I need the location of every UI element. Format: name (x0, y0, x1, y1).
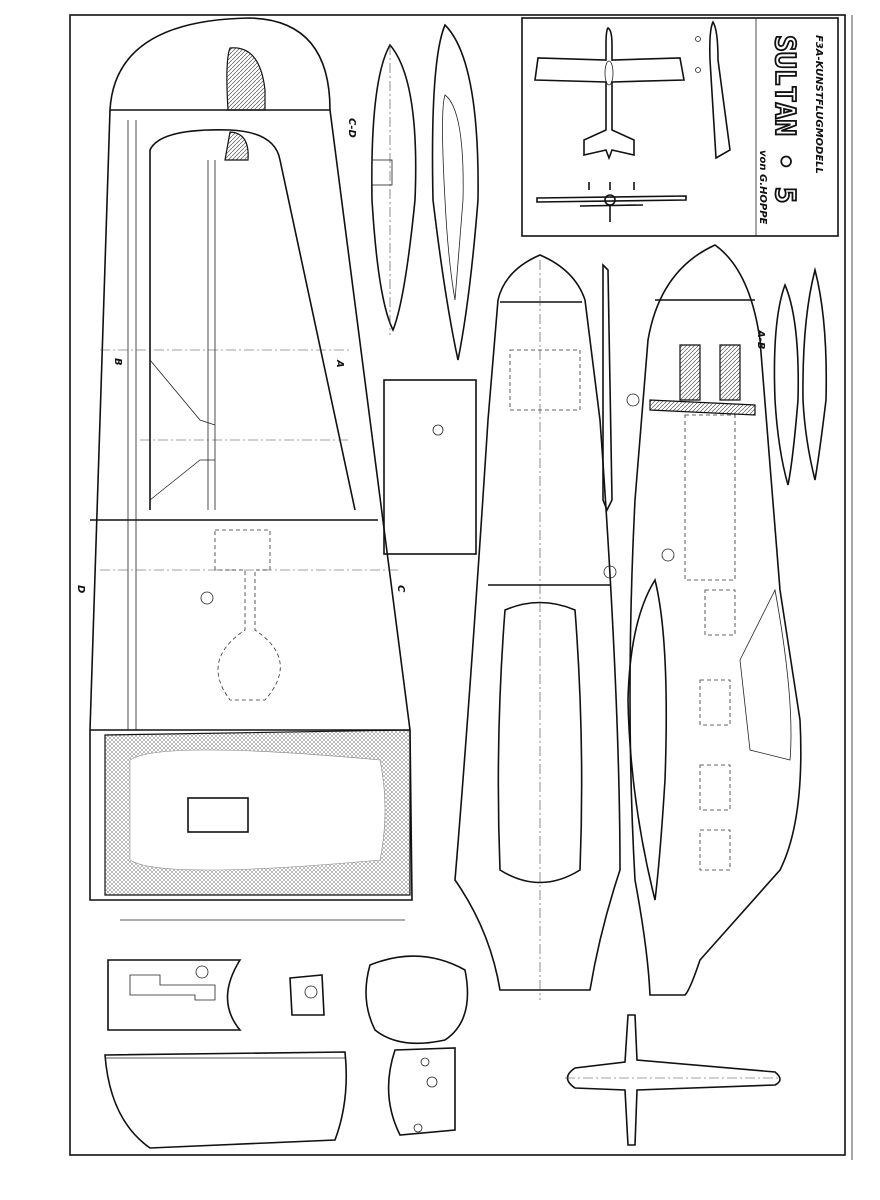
stabilizer-plan (565, 1014, 781, 1146)
wing-plan (89, 17, 413, 921)
small-parts (104, 955, 469, 1149)
section-label-b: B (112, 358, 123, 366)
section-label-cd: C-D (346, 118, 357, 138)
wing-section-profiles (371, 23, 479, 361)
spar-side-view (602, 263, 613, 512)
title-block: F3A-KUNSTFLUGMODELL SULTAN • 5 von G.HOP… (521, 17, 839, 237)
three-view-front (536, 182, 687, 222)
fuselage-section-profiles (773, 266, 828, 486)
section-label-c: C (395, 585, 406, 593)
section-label-d: D (75, 585, 86, 593)
section-label-ab: A-B (755, 329, 766, 350)
subtitle-text: F3A-KUNSTFLUGMODELL (813, 35, 824, 174)
title-text: SULTAN • 5 (769, 35, 802, 204)
three-view-side (695, 20, 731, 160)
three-view-top (534, 27, 685, 161)
fuselage-top-view (454, 254, 640, 1000)
sheet-border (69, 14, 853, 1160)
fuselage-side-view (627, 244, 802, 996)
former-panel (383, 379, 477, 555)
author-text: von G.HOPPE (757, 150, 768, 225)
section-label-a: A (334, 359, 345, 368)
